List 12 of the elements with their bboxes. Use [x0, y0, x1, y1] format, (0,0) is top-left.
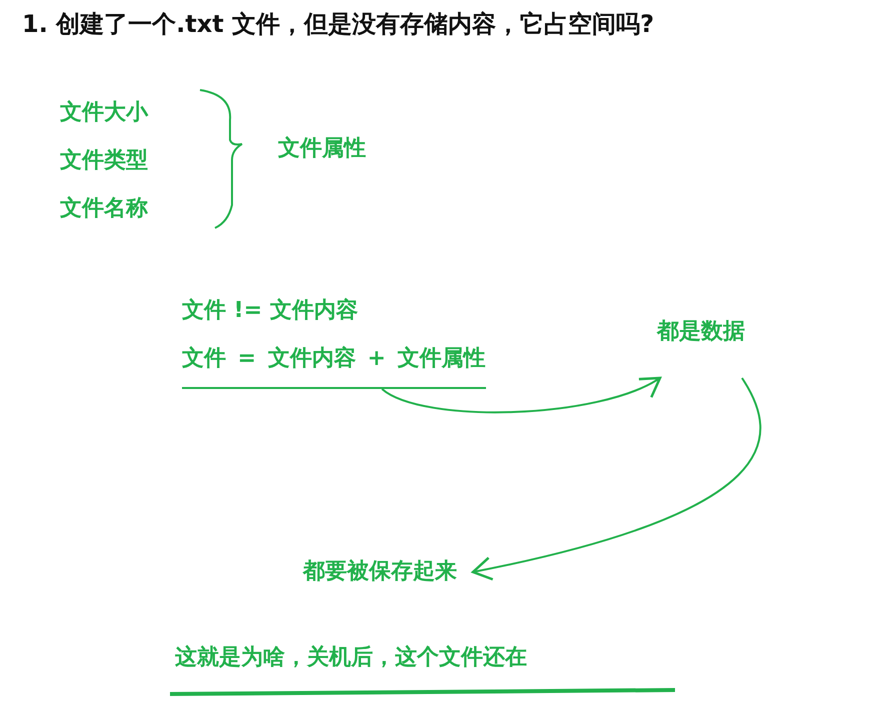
- group-label: 文件属性: [278, 135, 366, 163]
- equation-text: 文件 = 文件内容 + 文件属性: [182, 343, 486, 389]
- equation-text: 文件 != 文件内容: [182, 296, 358, 325]
- list-item: 文件类型: [60, 147, 148, 175]
- save-note: 都要被保存起来: [303, 556, 473, 588]
- curved-arrow: [381, 376, 662, 414]
- curved-arrow: [472, 378, 762, 580]
- list-item: 文件大小: [60, 99, 148, 127]
- conclusion-text: 这就是为啥，关机后，这个文件还在: [175, 644, 527, 672]
- data-note: 都是数据: [657, 316, 745, 378]
- question-heading: 1. 创建了一个.txt 文件，但是没有存储内容，它占空间吗?: [22, 9, 654, 40]
- list-item: 文件名称: [60, 195, 148, 223]
